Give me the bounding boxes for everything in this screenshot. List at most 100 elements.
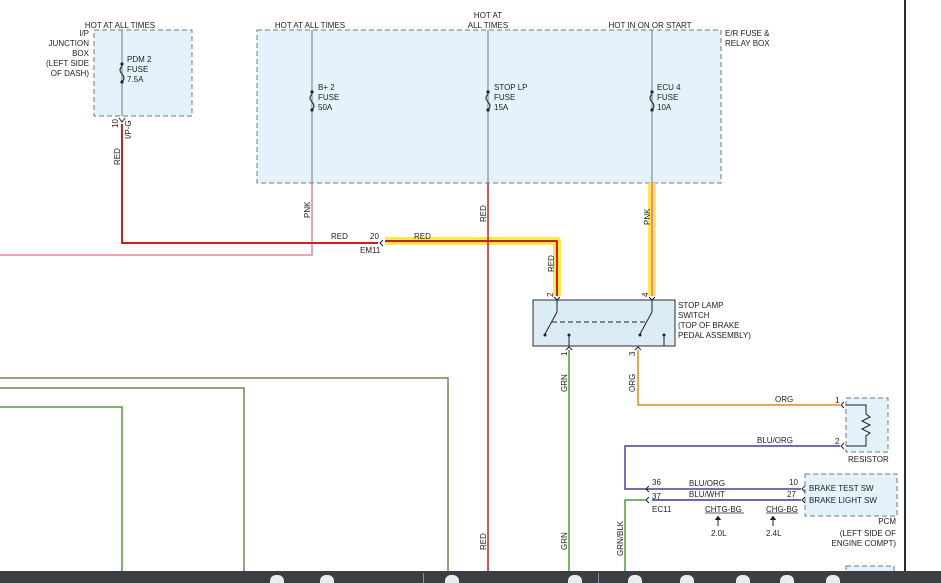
pcm-brake-test-sw: BRAKE TEST SW — [809, 484, 874, 493]
switch-label-2: SWITCH — [678, 311, 710, 320]
engine-2-4l-label: 2.4L — [766, 529, 782, 538]
stop-lp-fuse-word: FUSE — [494, 93, 515, 102]
ecu4-fuse-rating: 10A — [657, 103, 672, 112]
er-box-label-2: RELAY BOX — [725, 39, 770, 48]
blu-wht-label-pcm: BLU/WHT — [689, 490, 725, 499]
ec11-pin37-connector — [645, 496, 650, 504]
pcm-label-1: PCM — [878, 517, 896, 526]
pan-icon[interactable] — [445, 575, 459, 583]
switch-pin-4: 4 — [641, 292, 650, 297]
rotate-icon[interactable] — [568, 575, 582, 583]
pdm2-fuse-symbol — [119, 62, 125, 84]
switch-label-3: (TOP OF BRAKE — [678, 321, 740, 330]
hot-at-label-line2: ALL TIMES — [468, 21, 508, 30]
olive-wire-2 — [0, 387, 245, 571]
ip-pin-number: 10 — [111, 119, 120, 128]
pcm-label-2: (LEFT SIDE OF — [840, 529, 896, 538]
ip-connector-symbol — [118, 117, 126, 123]
pcm-pin27-connector — [801, 496, 806, 504]
b2-fuse-rating: 50A — [318, 103, 333, 112]
org-wire-label-vertical: ORG — [628, 374, 637, 392]
switch-label-1: STOP LAMP — [678, 301, 724, 310]
pcm-pin10-connector — [801, 485, 806, 493]
pdm2-fuse-name: PDM 2 — [127, 55, 152, 64]
switch-pin-2: 2 — [546, 292, 555, 297]
ip-junction-box — [93, 29, 193, 117]
toolbar-divider — [423, 573, 424, 583]
ip-box-label-3: BOX — [72, 49, 90, 58]
ip-box-label-2: JUNCTION — [49, 39, 90, 48]
switch-pin3-connector — [634, 346, 642, 351]
hot-in-on-or-start-label: HOT IN ON OR START — [608, 21, 691, 30]
red-wire-to-switch — [385, 240, 558, 296]
stop-lamp-switch-box — [532, 299, 676, 347]
chtg-bg-label: CHTG-BG — [705, 505, 742, 514]
bookmark-icon[interactable] — [780, 575, 794, 583]
ec11-pin-36: 36 — [652, 478, 661, 487]
resistor-pin-1: 1 — [835, 396, 840, 405]
em11-connector-symbol — [379, 239, 384, 247]
resistor-label: RESISTOR — [848, 455, 889, 464]
stop-lp-fuse-symbol — [485, 90, 491, 112]
b2-fuse-name: B+ 2 — [318, 83, 335, 92]
engine-2-0l-label: 2.0L — [711, 529, 727, 538]
b2-fuse-symbol — [309, 90, 315, 112]
ip-connector-name: I/P-G — [124, 120, 133, 139]
pcm-pin-27: 27 — [787, 490, 796, 499]
switch-contacts-symbol — [543, 300, 666, 346]
green-wire-left — [0, 406, 123, 571]
red-wire-label-left: RED — [113, 148, 122, 165]
toolbar-divider-2 — [598, 573, 599, 583]
switch-pin-3: 3 — [628, 351, 637, 356]
pdm2-fuse-rating: 7.5A — [127, 75, 144, 84]
ecu4-fuse-word: FUSE — [657, 93, 678, 102]
red-wire-label-vertical: RED — [479, 205, 488, 222]
orange-wire — [637, 350, 840, 406]
print-icon[interactable] — [628, 575, 642, 583]
settings-icon[interactable] — [736, 575, 750, 583]
red-wire-label-switch-in: RED — [547, 255, 556, 272]
highlight-red-path — [385, 237, 561, 296]
switch-pin-1: 1 — [560, 351, 569, 356]
pcm-brake-light-sw: BRAKE LIGHT SW — [809, 496, 877, 505]
blue-org-wire-resistor — [624, 445, 840, 490]
resistor-box — [845, 397, 889, 453]
blu-org-label-resistor: BLU/ORG — [757, 436, 793, 445]
red-wire-label-em11-right: RED — [414, 232, 431, 241]
pdm2-fuse-word: FUSE — [127, 65, 148, 74]
blu-org-label-pcm: BLU/ORG — [689, 479, 725, 488]
grn-blk-wire-label: GRN/BLK — [616, 520, 625, 556]
search-icon[interactable] — [680, 575, 694, 583]
er-fuse-relay-box — [256, 29, 722, 184]
ecu4-fuse-symbol — [649, 90, 655, 112]
em11-pin-number: 20 — [370, 232, 379, 241]
page-border-right — [904, 0, 906, 571]
org-wire-label-resistor: ORG — [775, 395, 793, 404]
er-box-label-1: E/R FUSE & — [725, 29, 770, 38]
chg-arrow-icon — [769, 515, 777, 526]
red-wire-label-em11-left: RED — [331, 232, 348, 241]
resistor-pin1-connector — [840, 401, 845, 409]
switch-label-4: PEDAL ASSEMBLY) — [678, 331, 751, 340]
hot-at-all-times-label-left: HOT AT ALL TIMES — [85, 21, 155, 30]
ec11-connector-name: EC11 — [652, 505, 672, 514]
ec11-pin36-connector — [645, 485, 650, 493]
hot-at-label-line1: HOT AT — [474, 11, 502, 20]
pnk-wire-label-left: PNK — [303, 201, 312, 218]
pink-wire-b2 — [0, 183, 313, 256]
zoom-out-icon[interactable] — [320, 575, 334, 583]
red-wire-label-bottom: RED — [479, 533, 488, 550]
zoom-in-icon[interactable] — [270, 575, 284, 583]
stop-lp-fuse-name: STOP LP — [494, 83, 528, 92]
resistor-pin-2: 2 — [835, 437, 840, 446]
chtg-arrow-icon — [714, 515, 722, 526]
pcm-pin-10: 10 — [789, 478, 798, 487]
ip-box-label-1: I/P — [79, 29, 89, 38]
olive-wire-1 — [0, 377, 449, 571]
em11-connector-name: EM11 — [360, 246, 381, 255]
chg-bg-label: CHG-BG — [766, 505, 798, 514]
pnk-wire-label-switch-in: PNK — [643, 208, 652, 225]
next-arrow-icon[interactable] — [826, 575, 840, 583]
grn-blk-wire — [624, 499, 646, 571]
